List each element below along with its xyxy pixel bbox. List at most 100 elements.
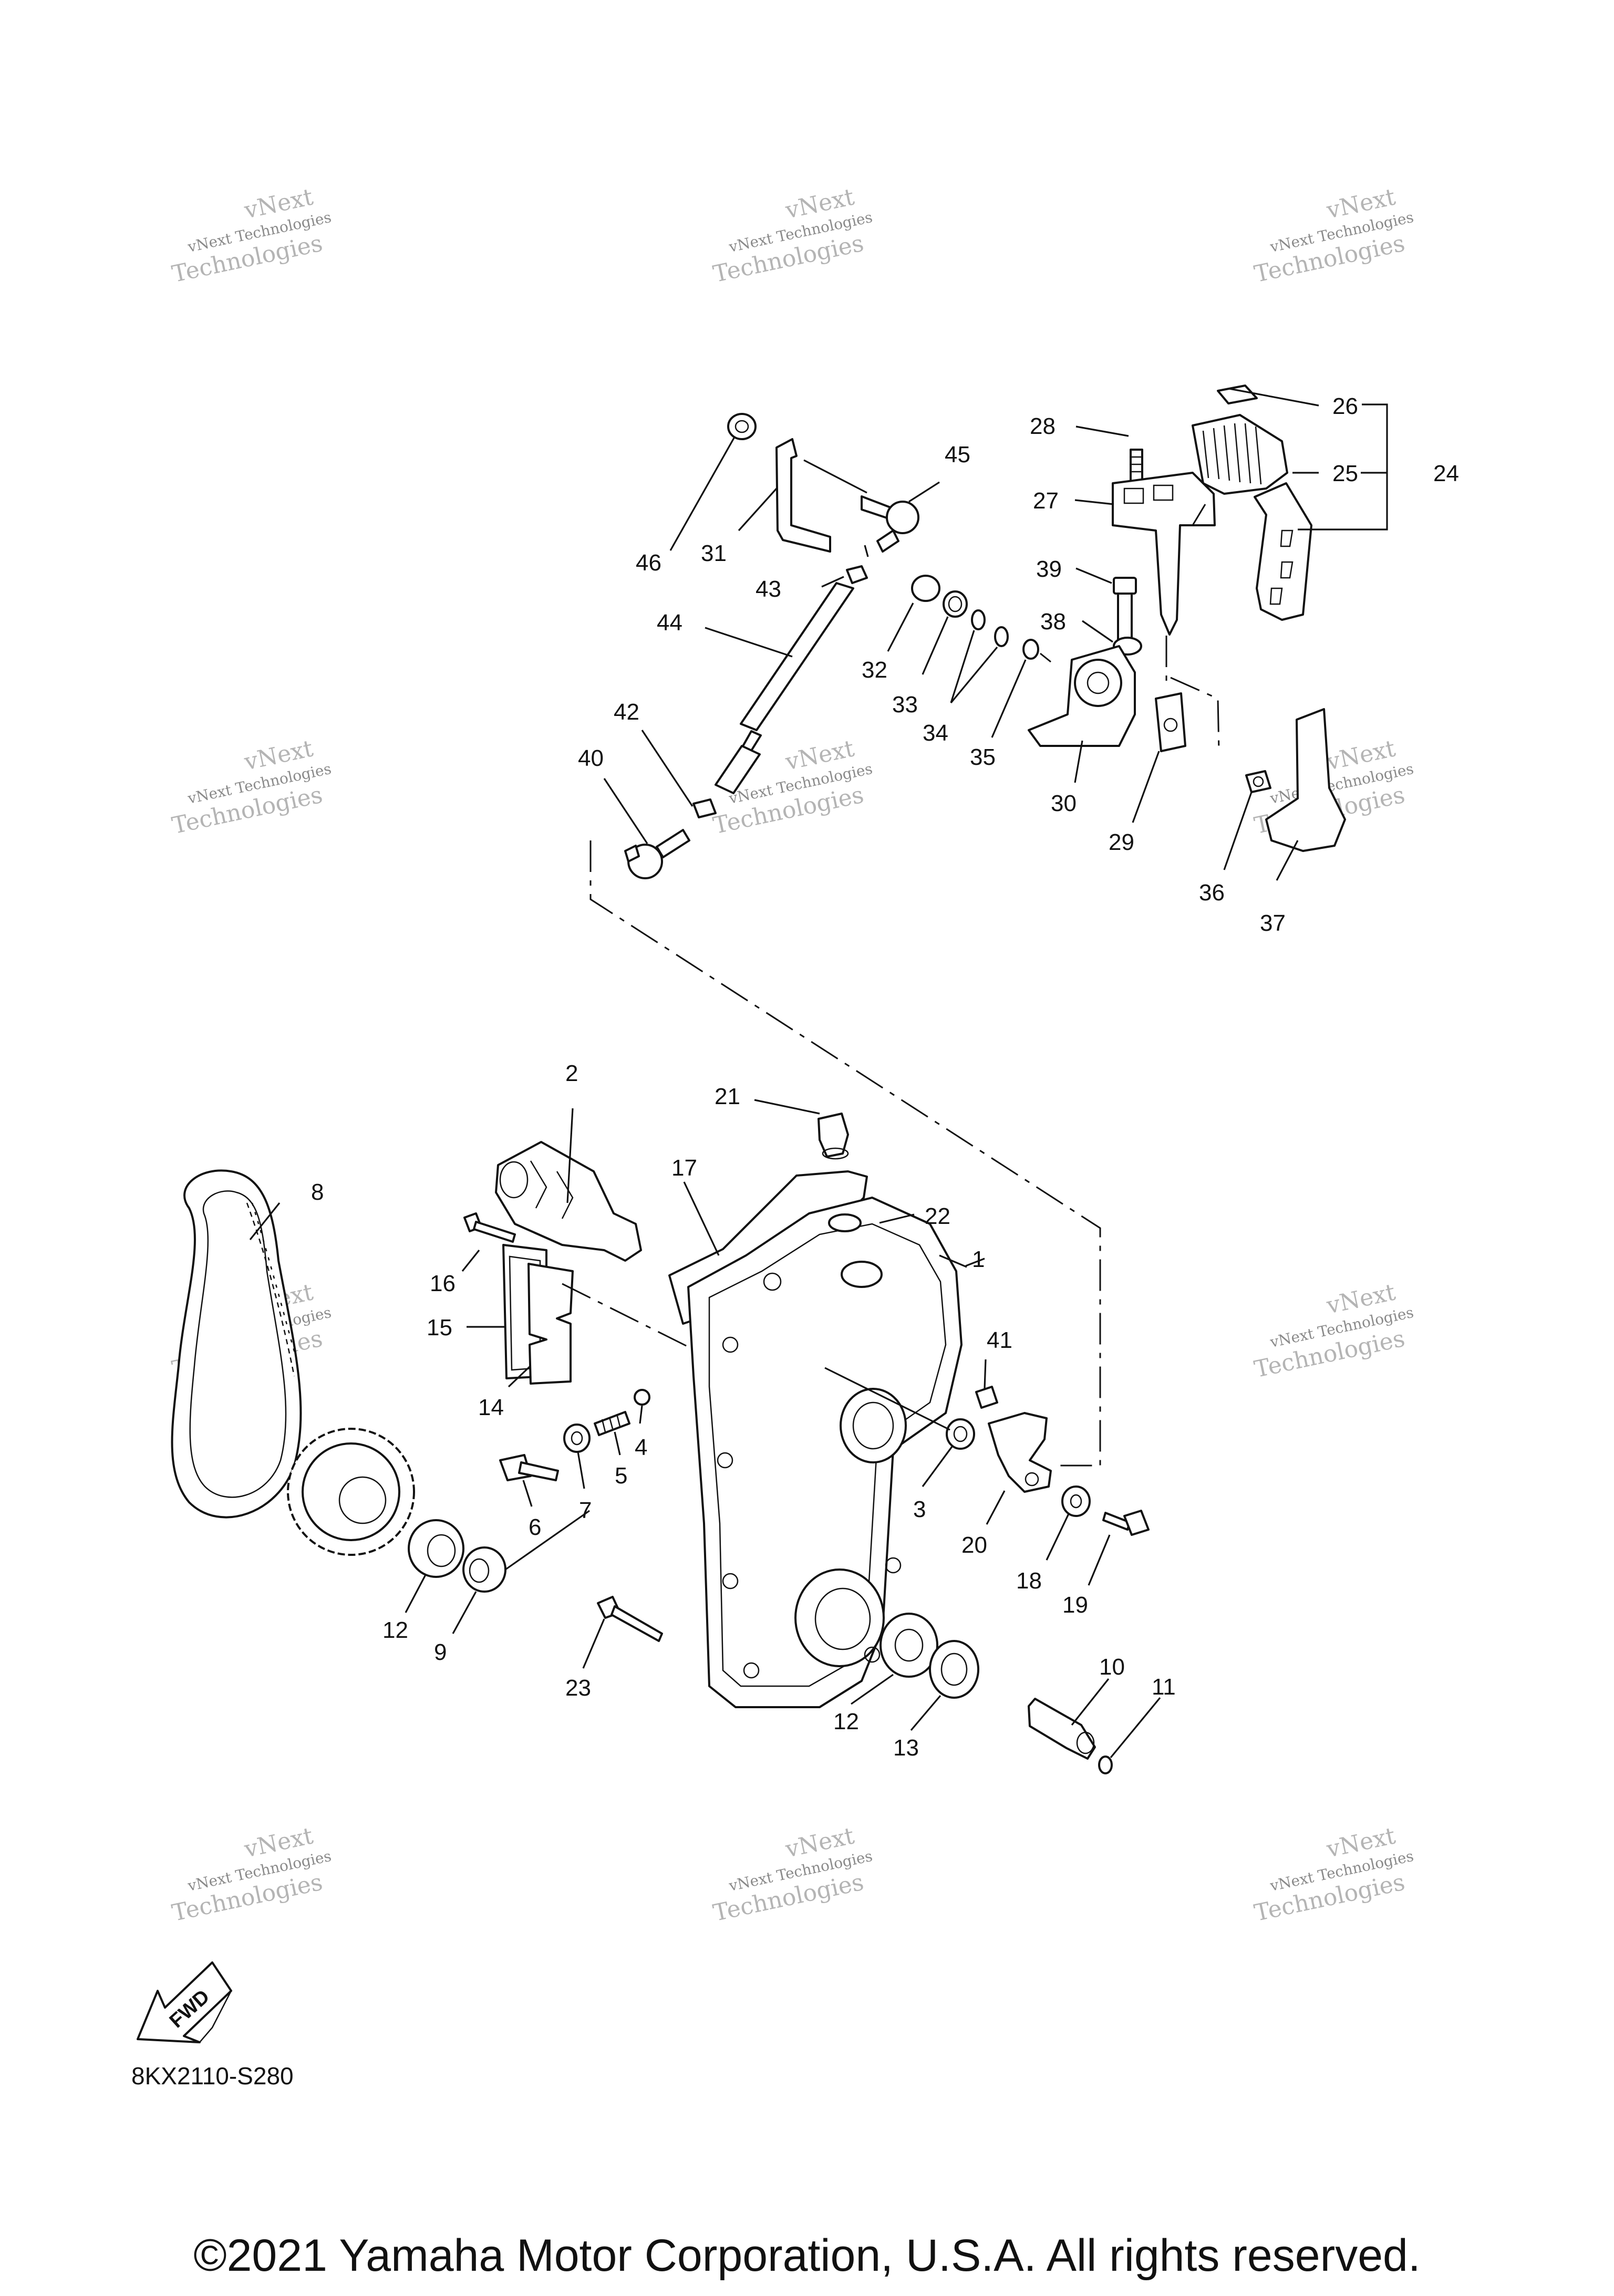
label-part-19: 19 — [1062, 1592, 1088, 1618]
leader-40 — [603, 778, 648, 844]
label-part-46: 46 — [636, 550, 661, 576]
leader-28 — [1075, 425, 1129, 437]
label-part-34: 34 — [923, 720, 948, 746]
connector-25-27 — [1192, 504, 1206, 526]
leader-3 — [922, 1446, 953, 1487]
label-part-45: 45 — [945, 442, 970, 467]
label-part-5: 5 — [615, 1463, 627, 1489]
label-part-10: 10 — [1099, 1654, 1125, 1680]
part-9-sprocket — [287, 1428, 415, 1556]
watermark: vNext vNext Technologies Technologies — [1252, 183, 1415, 288]
leader-12-left — [405, 1574, 427, 1613]
leader-26 — [1229, 388, 1319, 407]
leader-11 — [1110, 1697, 1161, 1759]
part-44-shift-rod — [715, 582, 854, 794]
label-part-17: 17 — [671, 1155, 697, 1181]
watermark: vNext vNext Technologies Technologies — [1252, 1822, 1415, 1927]
part-43-nut — [846, 565, 868, 584]
part-1-chain-case — [687, 1197, 963, 1708]
part-25-grip — [1192, 414, 1288, 495]
shift-linkage-assembly — [603, 413, 1039, 879]
label-part-42: 42 — [614, 699, 639, 725]
leader-6 — [522, 1480, 533, 1507]
label-part-26: 26 — [1332, 393, 1358, 419]
part-18-washer — [1061, 1485, 1091, 1517]
part-34-o-rings — [971, 609, 1009, 647]
part-4-ball — [634, 1389, 650, 1406]
label-part-41: 41 — [987, 1327, 1012, 1353]
part-22-o-ring — [828, 1213, 862, 1232]
label-part-25: 25 — [1332, 461, 1358, 486]
label-part-43: 43 — [756, 576, 781, 602]
label-part-33: 33 — [892, 692, 918, 718]
leader-rod-link — [864, 545, 869, 557]
label-part-27: 27 — [1033, 488, 1059, 514]
fwd-arrow-icon — [137, 1961, 232, 2043]
leader-35 — [991, 659, 1027, 738]
leader-38 — [1082, 620, 1113, 643]
leader-4 — [639, 1405, 643, 1424]
leader-31b — [803, 459, 867, 494]
leader-30 — [1074, 740, 1083, 783]
connector-29-37 — [1170, 677, 1220, 752]
part-12-bearing-left — [408, 1519, 464, 1578]
part-33-washer — [943, 590, 968, 618]
part-10-shaft — [1028, 1698, 1096, 1760]
label-part-40: 40 — [578, 745, 604, 771]
leader-2 — [566, 1108, 574, 1203]
label-part-31: 31 — [701, 541, 727, 566]
label-part-8: 8 — [311, 1179, 324, 1205]
leader-22 — [879, 1213, 915, 1224]
leader-36 — [1223, 792, 1253, 870]
label-part-4: 4 — [635, 1435, 647, 1460]
copyright-notice: ©2021 Yamaha Motor Corporation, U.S.A. A… — [193, 2230, 1421, 2281]
label-part-44: 44 — [657, 610, 682, 636]
leader-7 — [577, 1451, 585, 1489]
shift-lever-assembly — [1028, 385, 1388, 881]
label-part-21: 21 — [715, 1084, 740, 1109]
label-part-9: 9 — [434, 1639, 447, 1665]
bracket-24 — [1298, 403, 1388, 531]
leader-18 — [1046, 1513, 1070, 1561]
part-37-lower-lever — [1265, 708, 1346, 852]
label-part-6: 6 — [529, 1514, 541, 1540]
part-28-set-screw — [1130, 449, 1143, 483]
leader-34a — [950, 630, 975, 703]
diagram-code: 8KX2110-S280 — [131, 2062, 294, 2090]
part-26-plate — [1217, 385, 1258, 404]
watermark: vNext vNext Technologies Technologies — [711, 183, 874, 288]
part-46-cap — [727, 413, 757, 440]
leader-39 — [1075, 567, 1112, 584]
label-part-30: 30 — [1051, 791, 1077, 816]
part-19-bolt — [1102, 1510, 1150, 1536]
label-part-35: 35 — [970, 744, 996, 770]
part-14-plate — [527, 1263, 574, 1385]
leader-41 — [984, 1359, 987, 1389]
part-16-bolt — [463, 1212, 516, 1243]
watermark: vNext vNext Technologies Technologies — [170, 1822, 333, 1927]
leader-33 — [922, 616, 949, 675]
label-part-23: 23 — [565, 1675, 591, 1701]
part-41-nut — [975, 1386, 998, 1409]
label-part-38: 38 — [1040, 609, 1066, 635]
label-part-3: 3 — [913, 1497, 926, 1522]
part-45-ball-joint — [861, 495, 919, 553]
label-part-2: 2 — [565, 1061, 578, 1086]
label-part-29: 29 — [1109, 829, 1134, 855]
part-3-seal — [946, 1418, 975, 1450]
label-part-7: 7 — [579, 1498, 592, 1523]
part-32-bushing — [911, 575, 940, 602]
leader-17 — [683, 1181, 720, 1256]
leader-9 — [452, 1591, 477, 1634]
leader-5 — [614, 1431, 621, 1456]
part-27-bracket — [1112, 472, 1216, 636]
label-part-1: 1 — [972, 1246, 985, 1272]
connector-plate-to-case — [562, 1283, 699, 1353]
part-6-bolt — [499, 1454, 559, 1481]
label-part-11: 11 — [1152, 1674, 1176, 1700]
label-part-28: 28 — [1030, 413, 1056, 439]
label-part-13: 13 — [893, 1735, 919, 1761]
leader-34b — [950, 646, 998, 704]
label-part-12-left: 12 — [382, 1617, 408, 1643]
part-31-lever — [775, 438, 831, 553]
